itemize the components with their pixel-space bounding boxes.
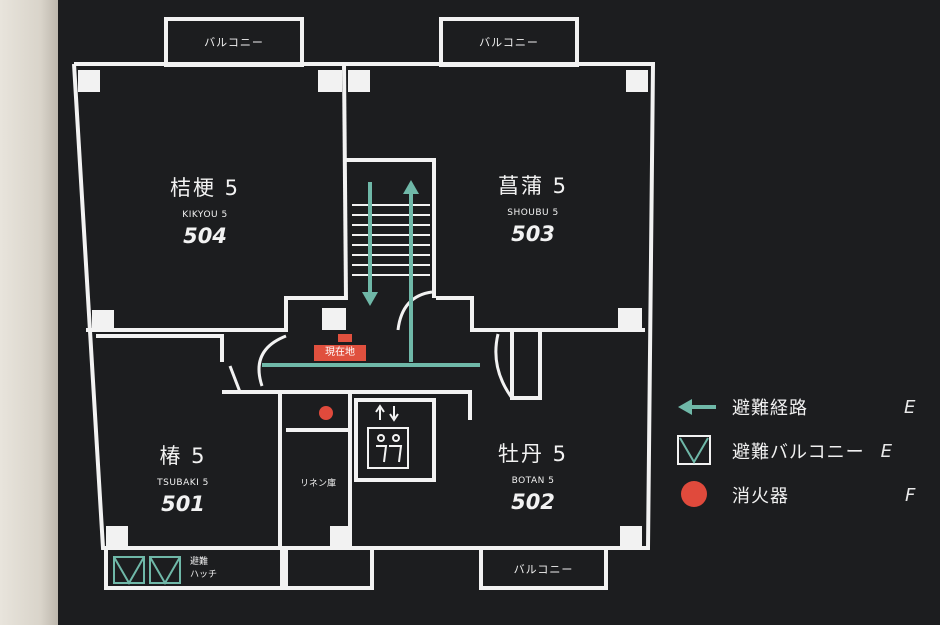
balcony-label-top-left: バルコニー <box>204 36 264 49</box>
legend-fire-extinguisher: 消火器 F <box>720 482 915 508</box>
current-location-label: 現在地 <box>325 347 355 358</box>
hatch-label-line-1: 避難 <box>190 557 209 567</box>
room-number: 502 <box>511 490 555 514</box>
room-floor: 5 <box>224 176 241 200</box>
balcony-label-top-right: バルコニー <box>479 36 539 49</box>
room-kikyou: 桔梗 5 KIKYOU 5 504 <box>140 172 270 248</box>
room-number: 503 <box>511 222 555 246</box>
legend-cut-text: E <box>880 440 893 462</box>
room-botan: 牡丹 5 BOTAN 5 502 <box>468 438 598 514</box>
legend-cut-text: F <box>905 484 916 506</box>
room-roman: TSUBAKI 5 <box>157 478 209 488</box>
hatch-label-line-2: ハッチ <box>190 570 218 580</box>
room-name: 菖蒲 <box>497 174 544 198</box>
room-floor: 5 <box>191 444 207 468</box>
legend-cut-text: E <box>904 396 916 418</box>
room-roman: SHOUBU 5 <box>507 208 559 218</box>
legend-evacuation-balcony: 避難バルコニー E <box>720 438 892 464</box>
elevator-icon <box>367 404 409 469</box>
legend-label: 消火器 <box>732 486 789 507</box>
fire-extinguisher-dot-icon <box>319 406 333 420</box>
room-name: 牡丹 <box>497 442 544 466</box>
evacuation-hatch-label: 避難 ハッチ <box>190 556 217 582</box>
linen-room-label: リネン庫 <box>299 479 336 489</box>
room-name: 桔梗 <box>169 176 216 200</box>
signboard <box>58 0 940 625</box>
building-outline <box>72 62 656 550</box>
wall-edge <box>0 0 58 625</box>
legend-label: 避難バルコニー <box>732 442 865 463</box>
balcony-label-bottom-right: バルコニー <box>513 563 574 576</box>
legend-label: 避難経路 <box>732 398 808 419</box>
room-name: 椿 <box>159 444 183 468</box>
room-tsubaki: 椿 5 TSUBAKI 5 501 <box>118 440 248 516</box>
legend-icons <box>677 399 716 507</box>
evacuation-hatch-icon <box>113 556 181 586</box>
room-roman: BOTAN 5 <box>511 476 555 486</box>
room-floor: 5 <box>552 174 569 198</box>
room-shoubu: 菖蒲 5 SHOUBU 5 503 <box>468 170 598 246</box>
current-location-marker <box>314 345 366 361</box>
room-number: 504 <box>183 224 227 248</box>
room-roman: KIKYOU 5 <box>182 210 228 220</box>
room-floor: 5 <box>552 442 569 466</box>
legend-evacuation-route: 避難経路 E <box>720 394 915 420</box>
room-number: 501 <box>161 492 205 516</box>
